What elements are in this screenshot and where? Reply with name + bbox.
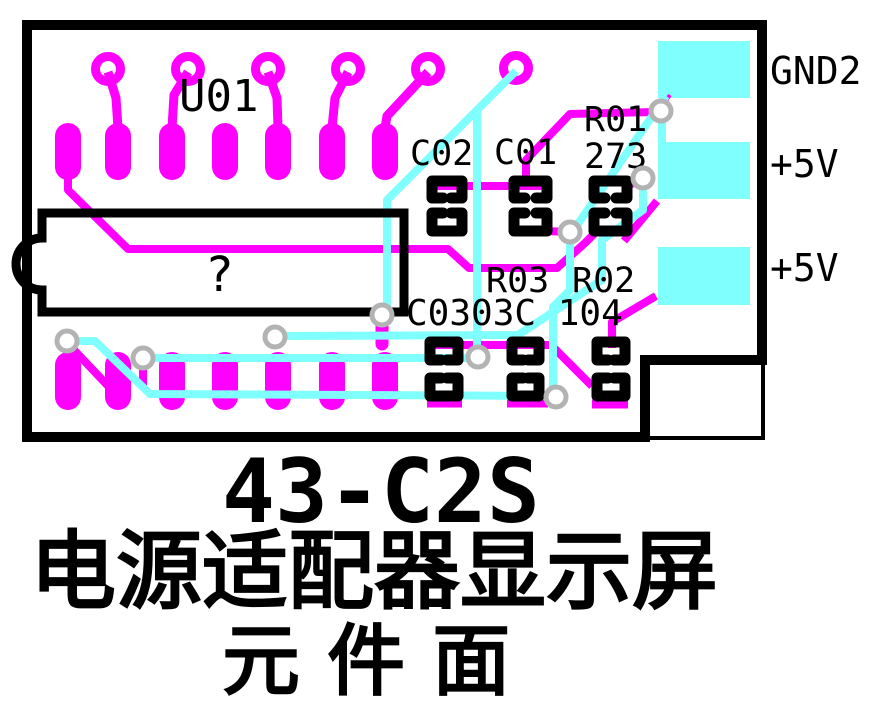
copper-trace bbox=[103, 70, 123, 129]
label-gnd2: GND2 bbox=[770, 49, 862, 93]
smd-pad-5v-bottom bbox=[658, 247, 750, 305]
via bbox=[369, 302, 395, 328]
pad-bracket bbox=[426, 175, 468, 204]
copper-trace bbox=[522, 108, 655, 178]
cyan-trace bbox=[276, 180, 647, 340]
board-outline bbox=[22, 20, 767, 442]
label-ic-mark: ? bbox=[205, 247, 234, 303]
copper-trace bbox=[380, 68, 432, 129]
label-r02: R02 bbox=[572, 261, 635, 301]
ring-pad bbox=[171, 52, 205, 86]
pad-bracket bbox=[424, 336, 464, 366]
cyan-trace bbox=[549, 232, 574, 395]
oval-pad bbox=[372, 123, 398, 180]
pad-bracket bbox=[426, 207, 468, 237]
board-name-title: 电源适配器显示屏 bbox=[30, 521, 718, 622]
top-trace-layer bbox=[67, 68, 670, 400]
oval-pad bbox=[55, 352, 81, 410]
ic-outline bbox=[11, 208, 409, 317]
via bbox=[54, 328, 80, 354]
smd-pad-gnd2 bbox=[658, 41, 750, 98]
copper-trace bbox=[327, 69, 353, 129]
label-c01: C01 bbox=[494, 133, 557, 173]
via bbox=[648, 98, 674, 124]
title-block: 43-C2S 电源适配器显示屏 元 件 面 bbox=[30, 440, 718, 707]
oval-pad bbox=[55, 123, 81, 180]
oval-pad bbox=[319, 123, 345, 180]
via bbox=[130, 345, 156, 371]
label-r03: R03 bbox=[486, 261, 549, 301]
pad-bracket bbox=[588, 207, 633, 237]
oval-pad bbox=[105, 123, 131, 180]
pad-bracket bbox=[591, 372, 631, 402]
via-layer bbox=[54, 98, 674, 410]
pad-bracket bbox=[588, 175, 633, 204]
pad-bracket bbox=[424, 372, 464, 402]
pad-bracket bbox=[508, 207, 553, 237]
top-oval-pads bbox=[55, 123, 398, 180]
connector-cutout bbox=[643, 358, 765, 440]
via bbox=[465, 344, 491, 370]
label-r01: R01 bbox=[584, 100, 647, 140]
pad-bracket bbox=[508, 175, 553, 204]
pad-bracket bbox=[506, 372, 545, 402]
ring-pads bbox=[91, 51, 533, 86]
cyan-trace bbox=[67, 337, 557, 400]
via bbox=[543, 384, 569, 410]
board-side-title: 元 件 面 bbox=[222, 616, 510, 707]
via bbox=[557, 219, 583, 245]
label-c02: C02 bbox=[410, 134, 473, 174]
label-c03-row: C0303C 104 bbox=[406, 293, 623, 334]
smd-pads bbox=[658, 41, 750, 305]
ring-pad bbox=[499, 51, 533, 85]
pad-bracket bbox=[591, 336, 631, 366]
silkscreen-layer: U01 C02 C01 R01 273 R03 R02 C0303C 104 ?… bbox=[11, 20, 862, 442]
oval-pad bbox=[265, 123, 291, 180]
via bbox=[262, 324, 288, 350]
pad-bracket bbox=[506, 336, 545, 366]
via bbox=[630, 165, 656, 191]
copper-trace bbox=[71, 347, 113, 391]
cyan-trace bbox=[569, 93, 670, 234]
copper-trace bbox=[167, 69, 192, 129]
label-5v-bottom: +5V bbox=[770, 246, 839, 290]
label-5v-top: +5V bbox=[770, 142, 839, 186]
smd-pad-5v-top bbox=[658, 142, 750, 199]
copper-trace bbox=[263, 70, 283, 129]
oval-pad bbox=[212, 123, 238, 180]
board-model-title: 43-C2S bbox=[222, 440, 540, 543]
oval-pad bbox=[159, 123, 185, 180]
copper-stubs bbox=[103, 68, 432, 129]
component-footprints bbox=[424, 175, 633, 402]
ring-pad bbox=[411, 52, 445, 86]
copper-trace bbox=[64, 176, 597, 272]
label-u01: U01 bbox=[179, 71, 258, 122]
